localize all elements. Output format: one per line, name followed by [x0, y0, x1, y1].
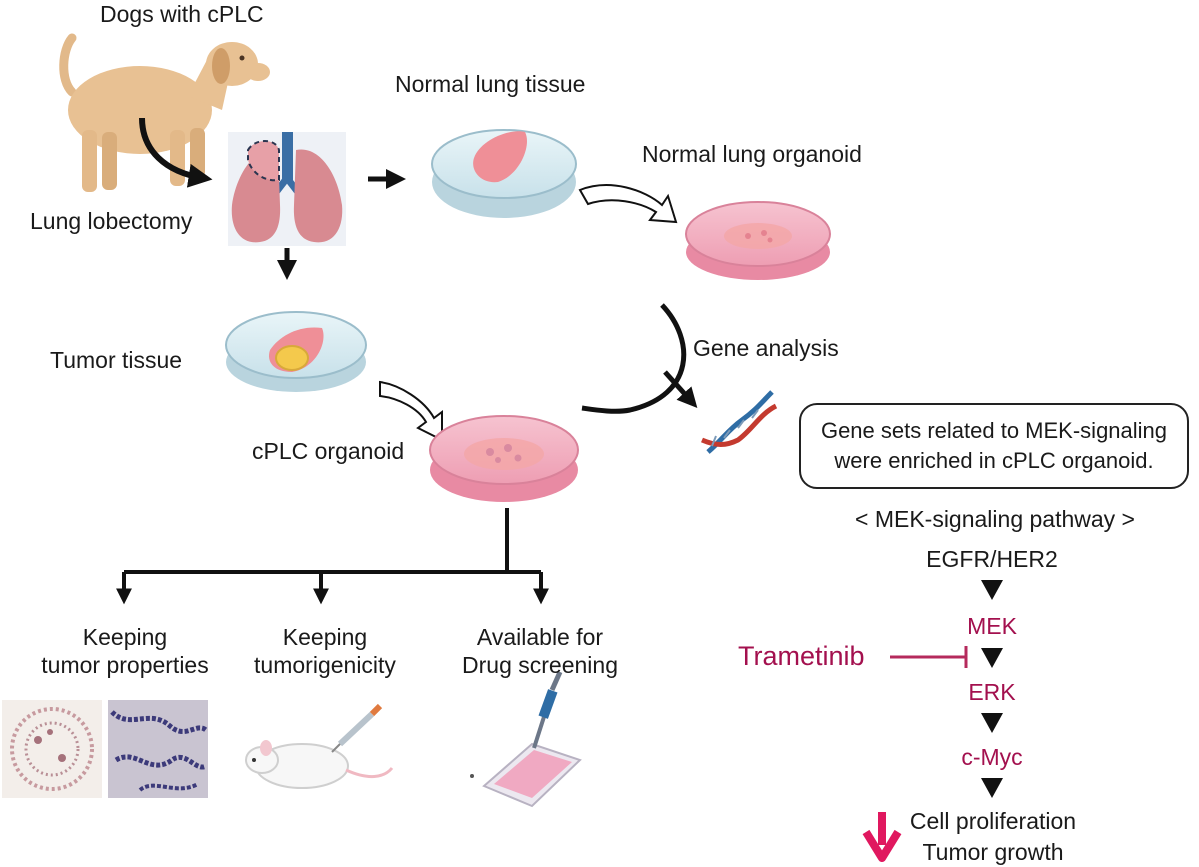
normal-lung-tissue-label: Normal lung tissue: [395, 71, 586, 97]
pathway-step-egfr-her2: EGFR/HER2: [926, 546, 1058, 572]
pathway-step-erk: ERK: [968, 679, 1016, 705]
output-drug-screening: Available for Drug screening: [440, 623, 640, 679]
output-branches: [116, 508, 549, 605]
tumor-tissue-label: Tumor tissue: [50, 347, 183, 373]
normal-tissue-dish: [431, 129, 577, 218]
tumor-tissue-dish: [225, 311, 367, 392]
arrow-dog-to-lung: [139, 117, 213, 188]
arrow-normal-tissue-to-organoid: [578, 184, 678, 224]
lung-lobectomy-label: Lung lobectomy: [30, 208, 193, 234]
output-3-line-2: Drug screening: [462, 652, 618, 678]
output-1-line-1: Keeping: [82, 624, 168, 650]
lungs-illustration: [228, 132, 346, 246]
outcome-cell-proliferation: Cell proliferation: [909, 808, 1077, 834]
pathway-title: < MEK-signaling pathway >: [855, 506, 1135, 532]
output-2-line-2: tumorigenicity: [254, 652, 396, 678]
dogs-label: Dogs with cPLC: [100, 1, 264, 27]
output-1-line-2: tumor properties: [41, 652, 209, 678]
arrow-tumor-tissue-to-organoid: [379, 380, 443, 442]
trametinib-label: Trametinib: [738, 641, 865, 671]
trametinib-inhibition-line: [890, 646, 968, 668]
gene-box-line-1: Gene sets related to MEK-signaling: [820, 418, 1168, 443]
output-tumor-properties: Keeping tumor properties: [20, 623, 230, 679]
outcome-tumor-growth: Tumor growth: [922, 839, 1064, 865]
cplc-organoid-label: cPLC organoid: [252, 438, 405, 464]
histology-image-1: [2, 700, 102, 798]
gene-analysis-bracket: [581, 303, 687, 414]
pathway-arrows: [981, 580, 1003, 798]
gene-sets-callout-box: Gene sets related to MEK-signaling were …: [799, 403, 1189, 489]
normal-lung-organoid-label: Normal lung organoid: [642, 141, 862, 167]
dna-helix-icon: [701, 390, 778, 454]
pathway-step-c-myc: c-Myc: [961, 744, 1023, 770]
output-2-line-1: Keeping: [282, 624, 368, 650]
mouse-injection-illustration: [245, 703, 394, 789]
down-arrow-icon: [862, 812, 902, 862]
gene-box-line-2: were enriched in cPLC organoid.: [834, 448, 1154, 473]
arrow-to-dna: [663, 370, 698, 408]
drug-screening-illustration: [470, 670, 582, 808]
gene-analysis-label: Gene analysis: [693, 335, 839, 361]
output-tumorigenicity: Keeping tumorigenicity: [230, 623, 420, 679]
histology-image-2: [108, 700, 208, 798]
normal-organoid-dish: [685, 201, 831, 280]
output-3-line-1: Available for: [476, 624, 604, 650]
dog-illustration: [59, 33, 270, 192]
cplc-organoid-dish: [429, 415, 579, 502]
pathway-step-mek: MEK: [967, 613, 1017, 639]
